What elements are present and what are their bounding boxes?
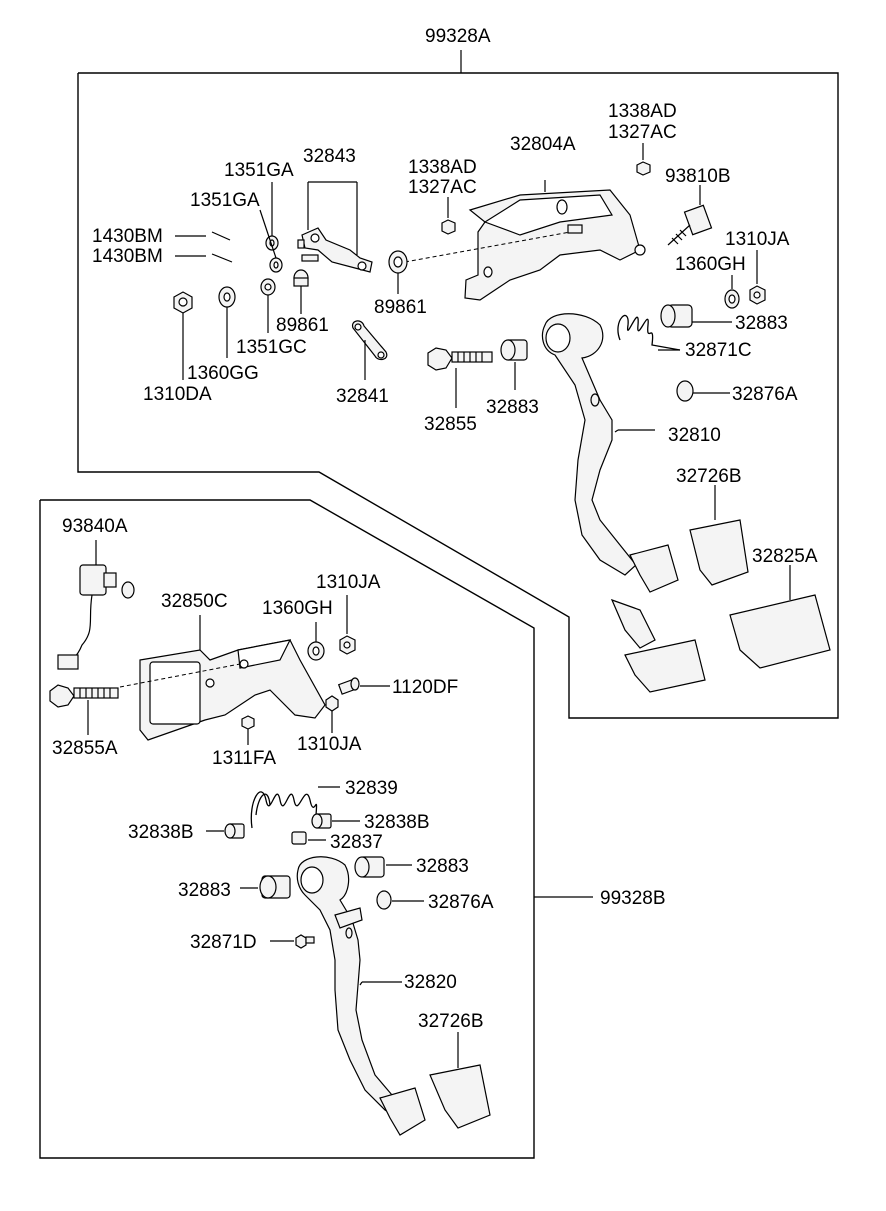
label-1327ac-top: 1327AC [608,122,677,143]
link-32841 [351,320,388,380]
pedal-arm-32810 [541,313,655,576]
nut-1311fa [241,715,255,745]
bracket-32850c [119,615,326,741]
label-1430bm-a: 1430BM [92,226,163,247]
nut-1310ja-lower-b [325,695,339,733]
label-1120df: 1120DF [392,677,458,698]
pedal-arm-32820 [296,856,406,1119]
label-32871d: 32871D [190,932,257,953]
label-1351ga-b: 1351GA [190,190,260,211]
screw-1120df [337,677,390,695]
label-32837: 32837 [330,832,383,853]
switch-93840a [57,540,135,670]
label-32855: 32855 [424,414,477,435]
label-89861-a: 89861 [276,315,329,336]
pedal-pad-lower-upperbox [610,598,706,693]
label-32839: 32839 [345,778,398,799]
bushing-32838b-right [311,813,360,829]
bushing-32883-lower-left [240,875,291,899]
label-32726b-lower: 32726B [418,1011,484,1032]
bushing-89861-right [388,250,408,294]
bracket-32843 [297,181,373,273]
nut-1310ja-upper [749,250,766,305]
pin-1430bm-b [175,253,233,263]
label-32876a-upper: 32876A [732,384,798,405]
bolt-32855 [427,347,493,408]
bolt-32855a [49,684,119,735]
bushing-89861-left [293,269,309,314]
label-1310ja-upper: 1310JA [725,229,790,250]
lower-assembly-frame [39,499,593,1159]
label-32883-center: 32883 [486,397,539,418]
washer-1351ga-b [259,209,283,273]
bolt-32871d [270,934,315,949]
label-1311fa: 1311FA [212,748,276,769]
label-1310ja-lower-a: 1310JA [316,572,381,593]
label-32825a: 32825A [752,546,818,567]
bushing-32883-right [660,304,732,328]
washer-1360gh-upper [724,275,740,309]
switch-93810b [667,185,713,246]
spring-32871c [617,314,681,351]
label-32838b-right: 32838B [364,812,430,833]
clip-32837 [291,831,326,845]
label-1310da: 1310DA [143,384,212,405]
nut-1338ad-left [441,197,456,235]
label-1327ac-left: 1327AC [408,177,477,198]
pedal-pad-32825a [729,565,831,669]
nut-1310da [173,291,193,380]
label-1351gc: 1351GC [236,337,307,358]
nut-1338ad-top [636,143,651,176]
label-32841: 32841 [336,386,389,407]
label-93840a: 93840A [62,516,128,537]
label-1430bm-b: 1430BM [92,246,163,267]
assembly-label-lower: 99328B [600,888,666,909]
label-32850c: 32850C [161,591,228,612]
label-32871c: 32871C [685,340,752,361]
label-32843: 32843 [303,146,356,167]
spring-32839 [250,786,340,829]
brake-pad-on-arm [629,544,679,593]
stopper-32876a-lower [376,890,424,910]
label-1360gg: 1360GG [187,363,259,384]
label-32810: 32810 [668,425,721,446]
label-1310ja-lower-b: 1310JA [297,734,362,755]
assembly-label-upper: 99328A [425,26,491,47]
label-1360gh-upper: 1360GH [675,254,746,275]
washer-1360gh-lower [307,622,325,661]
label-89861-b: 89861 [374,297,427,318]
bushing-32883-center [500,339,528,390]
label-32820: 32820 [404,972,457,993]
washer-1351gc [260,278,276,333]
label-32883-lower-left: 32883 [178,880,231,901]
pedal-bracket-32804a [404,180,646,301]
pin-1430bm-a [175,231,231,241]
label-32804a: 32804A [510,134,576,155]
bushing-32883-lower-right [354,856,412,878]
pedal-pad-32726b-lower [429,1032,491,1129]
stopper-32876a-upper [676,380,730,402]
upper-assembly-frame [77,50,839,719]
pedal-pad-on-arm-32820 [379,1087,426,1136]
washer-1360gg [218,286,236,358]
label-1351ga-a: 1351GA [224,160,294,181]
washer-1351ga-a [265,182,279,251]
bushing-32838b-left [206,823,245,839]
label-32726b-upper: 32726B [676,466,742,487]
label-32883-lower-right: 32883 [416,856,469,877]
label-32838b-left: 32838B [128,822,194,843]
label-1338ad-left: 1338AD [408,157,477,178]
label-93810b: 93810B [665,166,731,187]
label-1360gh-lower: 1360GH [262,598,333,619]
label-32876a-lower: 32876A [428,892,494,913]
label-1338ad-top: 1338AD [608,101,677,122]
label-32883-right: 32883 [735,313,788,334]
pedal-pad-32726b-upper [689,485,749,586]
label-32855a: 32855A [52,738,118,759]
nut-1310ja-lower-a [339,595,356,655]
